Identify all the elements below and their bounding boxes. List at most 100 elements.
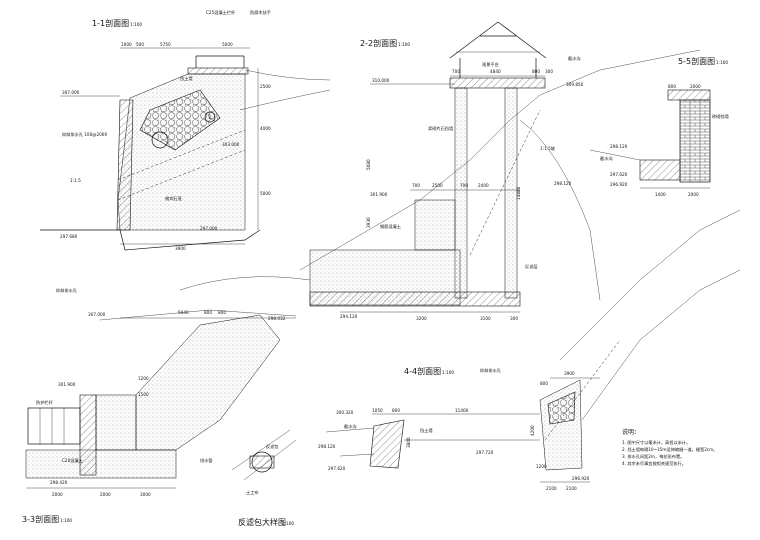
section-5-5: 5-5剖面图 1:100 800 2000 1400 2000 298.120 … xyxy=(589,56,729,197)
elev-303: 303.000 xyxy=(222,142,240,147)
svg-text:C25混凝土栏杆: C25混凝土栏杆 xyxy=(206,9,236,16)
elev-307: 307.000 xyxy=(62,90,80,95)
svg-text:310.000: 310.000 xyxy=(372,78,390,83)
svg-text:2000: 2000 xyxy=(688,192,699,197)
svg-text:防腐木扶手: 防腐木扶手 xyxy=(250,9,271,16)
svg-text:5080: 5080 xyxy=(366,159,371,170)
section-2-2: 2-2剖面图 1:100 700 4840 800 300 700 2500 7… xyxy=(299,21,701,321)
svg-text:298.120: 298.120 xyxy=(318,444,336,449)
svg-text:截水沟: 截水沟 xyxy=(600,155,613,162)
svg-text:1:100: 1:100 xyxy=(716,60,728,65)
svg-text:挡土墙: 挡土墙 xyxy=(420,427,433,434)
section-1-1-scale: 1:100 xyxy=(130,22,142,27)
svg-text:仰斜排水孔 100@2000: 仰斜排水孔 100@2000 xyxy=(62,131,107,138)
svg-text:800: 800 xyxy=(392,408,400,413)
section-1-1: 1-1剖面图 1:100 1 1000 500 5750 5000 2500 4… xyxy=(40,9,331,251)
svg-text:4-4剖面图: 4-4剖面图 xyxy=(404,366,441,376)
svg-text:800: 800 xyxy=(668,84,676,89)
svg-text:4. 其余未尽事宜按相关规范执行。: 4. 其余未尽事宜按相关规范执行。 xyxy=(622,460,686,467)
svg-text:700: 700 xyxy=(412,183,420,188)
svg-text:297.620: 297.620 xyxy=(328,466,346,471)
svg-text:3930: 3930 xyxy=(366,217,371,228)
svg-text:296.920: 296.920 xyxy=(572,476,590,481)
svg-text:反滤包: 反滤包 xyxy=(266,443,279,450)
svg-text:700: 700 xyxy=(460,183,468,188)
svg-text:5040: 5040 xyxy=(178,310,189,315)
svg-text:砖砌挡墙: 砖砌挡墙 xyxy=(712,113,729,120)
dim-5750: 5750 xyxy=(160,42,171,47)
svg-text:2100: 2100 xyxy=(546,486,557,491)
svg-text:1:1.5坡: 1:1.5坡 xyxy=(540,145,556,152)
svg-text:说明：: 说明： xyxy=(622,428,640,436)
retaining-block-right xyxy=(539,379,583,471)
svg-text:2. 挡土墙每隔10~15m设伸缩缝一道，缝宽2cm。: 2. 挡土墙每隔10~15m设伸缩缝一道，缝宽2cm。 xyxy=(622,446,717,453)
svg-text:309.850: 309.850 xyxy=(566,82,584,87)
general-notes: 说明： 1. 图中尺寸以毫米计，高程以米计。 2. 挡土墙每隔10~15m设伸缩… xyxy=(622,428,717,467)
svg-text:2000: 2000 xyxy=(690,84,701,89)
svg-text:5-5剖面图: 5-5剖面图 xyxy=(678,56,715,66)
callout-number: 1 xyxy=(208,114,212,121)
svg-text:800: 800 xyxy=(218,310,226,315)
elev-297: 297.000 xyxy=(200,226,218,231)
svg-text:2500: 2500 xyxy=(260,84,271,89)
retaining-block-left xyxy=(369,419,405,469)
svg-text:3800: 3800 xyxy=(406,437,411,448)
svg-text:仰斜排水孔: 仰斜排水孔 xyxy=(480,367,502,374)
svg-text:5000: 5000 xyxy=(260,191,271,196)
dim-5000: 5000 xyxy=(222,42,233,47)
svg-text:3100: 3100 xyxy=(480,316,491,321)
svg-text:298.120: 298.120 xyxy=(610,144,628,149)
svg-text:3-3剖面图: 3-3剖面图 xyxy=(22,514,59,524)
svg-text:1:100: 1:100 xyxy=(398,42,410,47)
svg-text:3200: 3200 xyxy=(416,316,427,321)
svg-text:296.920: 296.920 xyxy=(610,182,628,187)
svg-text:300.320: 300.320 xyxy=(336,410,354,415)
svg-text:11400: 11400 xyxy=(455,408,469,413)
section-1-1-title: 1-1剖面图 xyxy=(92,18,129,28)
svg-text:14880: 14880 xyxy=(516,186,521,200)
section-4-4: 4-4剖面图 1:100 3900 800 1050 800 11400 380… xyxy=(318,209,741,491)
svg-text:800: 800 xyxy=(540,381,548,386)
svg-text:301.900: 301.900 xyxy=(58,382,76,387)
svg-text:307.000: 307.000 xyxy=(88,312,106,317)
svg-text:298.120: 298.120 xyxy=(554,181,572,186)
svg-text:排水管: 排水管 xyxy=(200,457,213,464)
svg-text:294.120: 294.120 xyxy=(340,314,358,319)
svg-text:1. 图中尺寸以毫米计，高程以米计。: 1. 图中尺寸以毫米计，高程以米计。 xyxy=(622,439,690,446)
deck-slab xyxy=(187,67,249,75)
svg-text:反滤层: 反滤层 xyxy=(525,263,538,270)
svg-text:浆砌片石挡墙: 浆砌片石挡墙 xyxy=(428,125,453,132)
svg-text:防护栏杆: 防护栏杆 xyxy=(36,399,54,406)
svg-text:截水沟: 截水沟 xyxy=(568,55,581,62)
svg-text:3000: 3000 xyxy=(140,492,151,497)
svg-text:4200: 4200 xyxy=(530,425,535,436)
svg-text:3900: 3900 xyxy=(175,246,186,251)
svg-text:298.420: 298.420 xyxy=(50,480,68,485)
svg-text:截水沟: 截水沟 xyxy=(344,423,357,430)
detail-callout-circle xyxy=(151,131,169,149)
svg-text:观景平台: 观景平台 xyxy=(482,61,499,68)
section-2-2-title: 2-2剖面图 xyxy=(360,38,397,48)
elev-297680: 297.680 xyxy=(60,234,78,239)
svg-text:4840: 4840 xyxy=(490,69,501,74)
svg-text:挡土墙: 挡土墙 xyxy=(180,75,193,82)
svg-text:301.900: 301.900 xyxy=(370,192,388,197)
railing-box xyxy=(27,407,81,445)
svg-text:800: 800 xyxy=(532,69,540,74)
svg-text:反滤包大样图: 反滤包大样图 xyxy=(238,517,286,527)
svg-text:仰斜排水孔: 仰斜排水孔 xyxy=(56,287,78,294)
svg-text:2400: 2400 xyxy=(478,183,489,188)
svg-text:1050: 1050 xyxy=(372,408,383,413)
section-3-3: 3-3剖面图 1:100 5040 800 800 1200 1500 2000… xyxy=(22,276,311,524)
svg-text:4000: 4000 xyxy=(260,126,271,131)
svg-text:3. 排水孔间距2m，梅花形布置。: 3. 排水孔间距2m，梅花形布置。 xyxy=(622,453,684,460)
svg-text:298.032: 298.032 xyxy=(268,316,286,321)
svg-text:1200: 1200 xyxy=(536,464,547,469)
svg-text:3900: 3900 xyxy=(564,371,575,376)
svg-text:2100: 2100 xyxy=(566,486,577,491)
brick-wall xyxy=(679,99,711,183)
svg-text:700: 700 xyxy=(452,69,460,74)
svg-text:2000: 2000 xyxy=(52,492,63,497)
svg-text:钢筋混凝土: 钢筋混凝土 xyxy=(380,223,401,230)
svg-text:2500: 2500 xyxy=(432,183,443,188)
